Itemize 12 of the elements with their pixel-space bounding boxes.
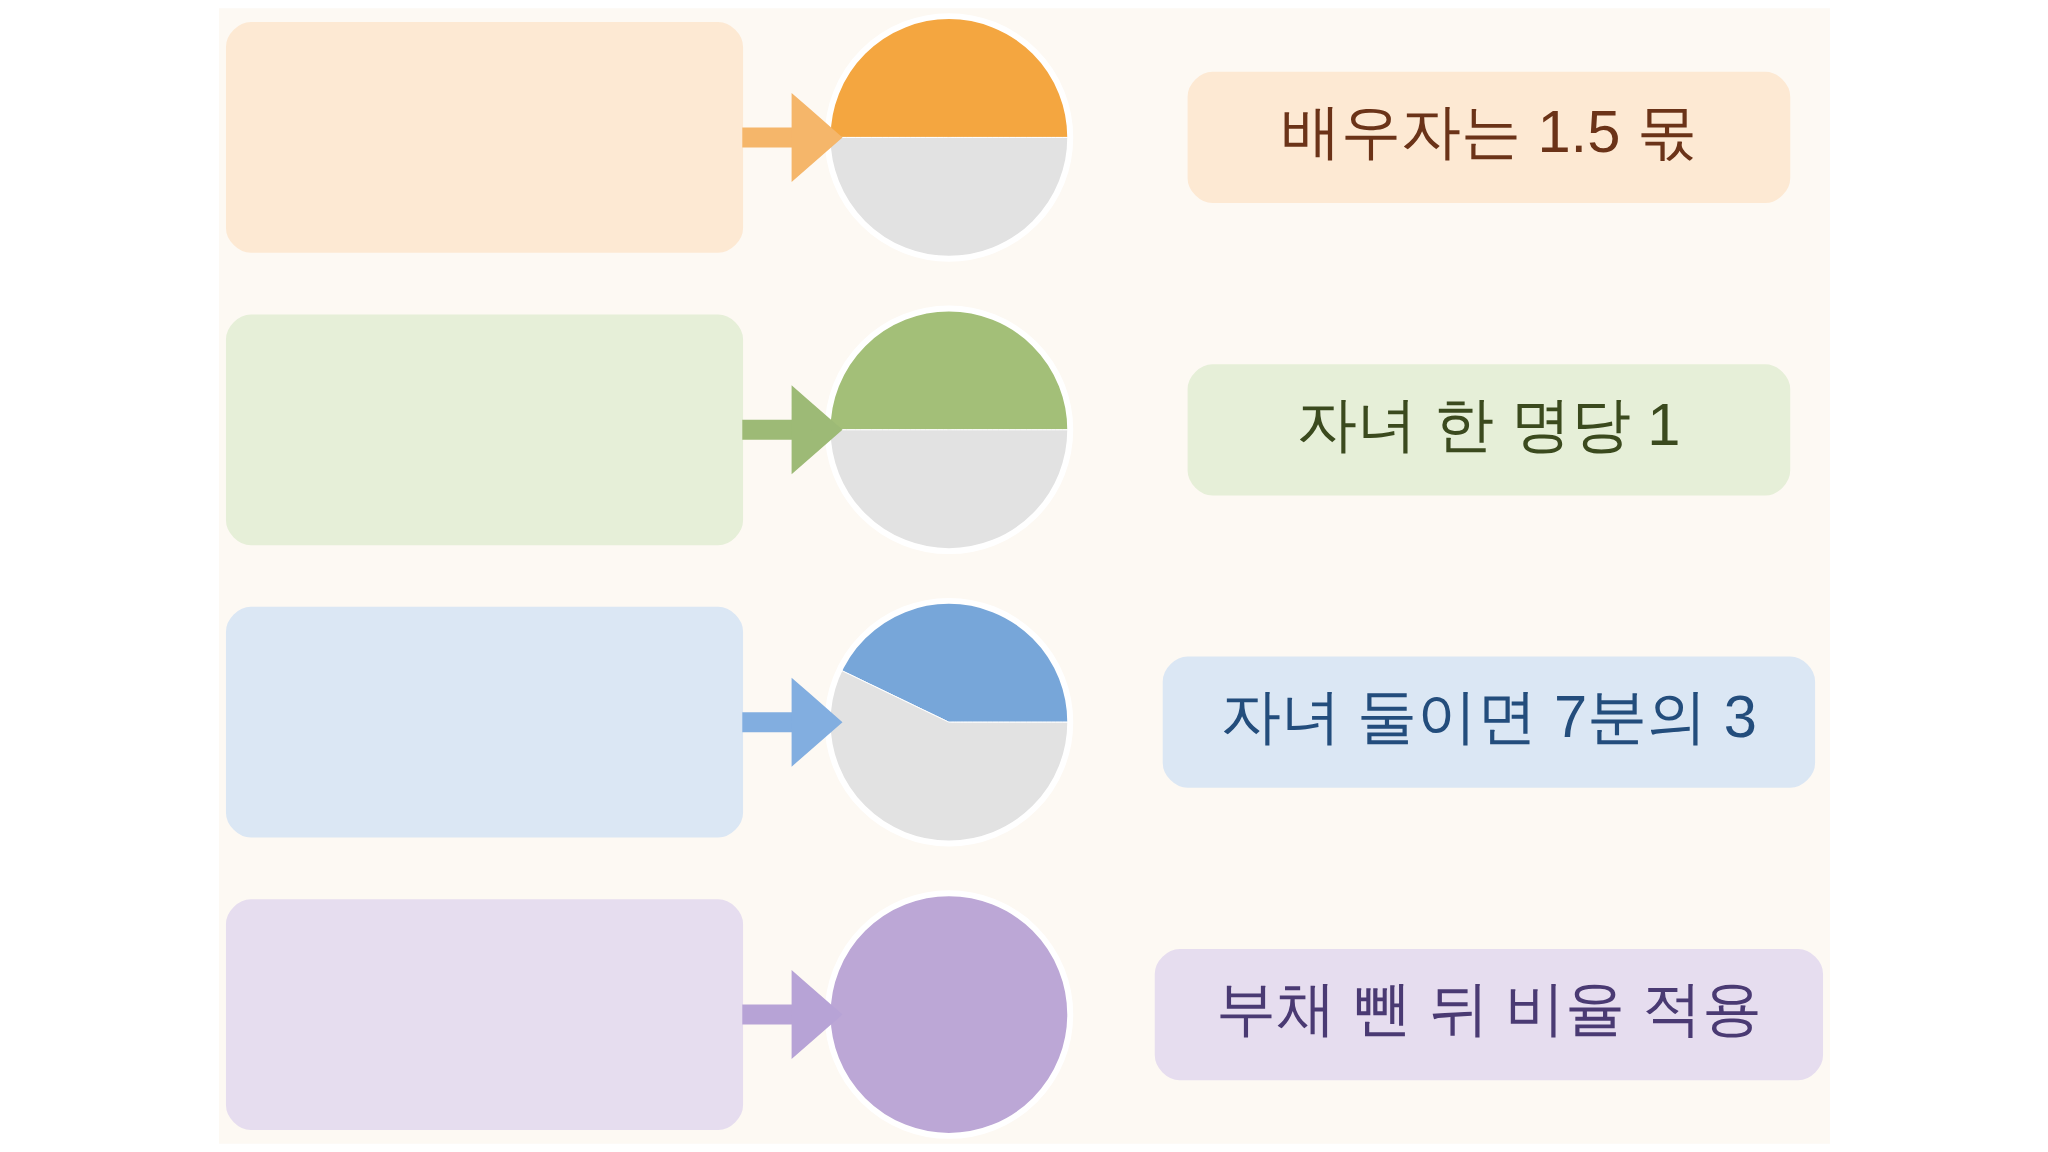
- node-box: [225, 899, 743, 1130]
- node-box: [225, 314, 743, 546]
- node-box: 자녀 한 명당 1: [1187, 364, 1790, 496]
- node-circle: [824, 890, 1073, 1139]
- node-box: 부채 뺀 뒤 비율 적용: [1154, 948, 1823, 1081]
- node-box: [225, 22, 743, 253]
- arrow: [741, 385, 842, 475]
- node-box: 배우자는 1.5 몫: [1187, 71, 1790, 204]
- arrow: [741, 92, 842, 182]
- node-box: 자녀 둘이면 7분의 3: [1162, 656, 1815, 788]
- arrow: [741, 677, 842, 767]
- node-box: [225, 606, 743, 838]
